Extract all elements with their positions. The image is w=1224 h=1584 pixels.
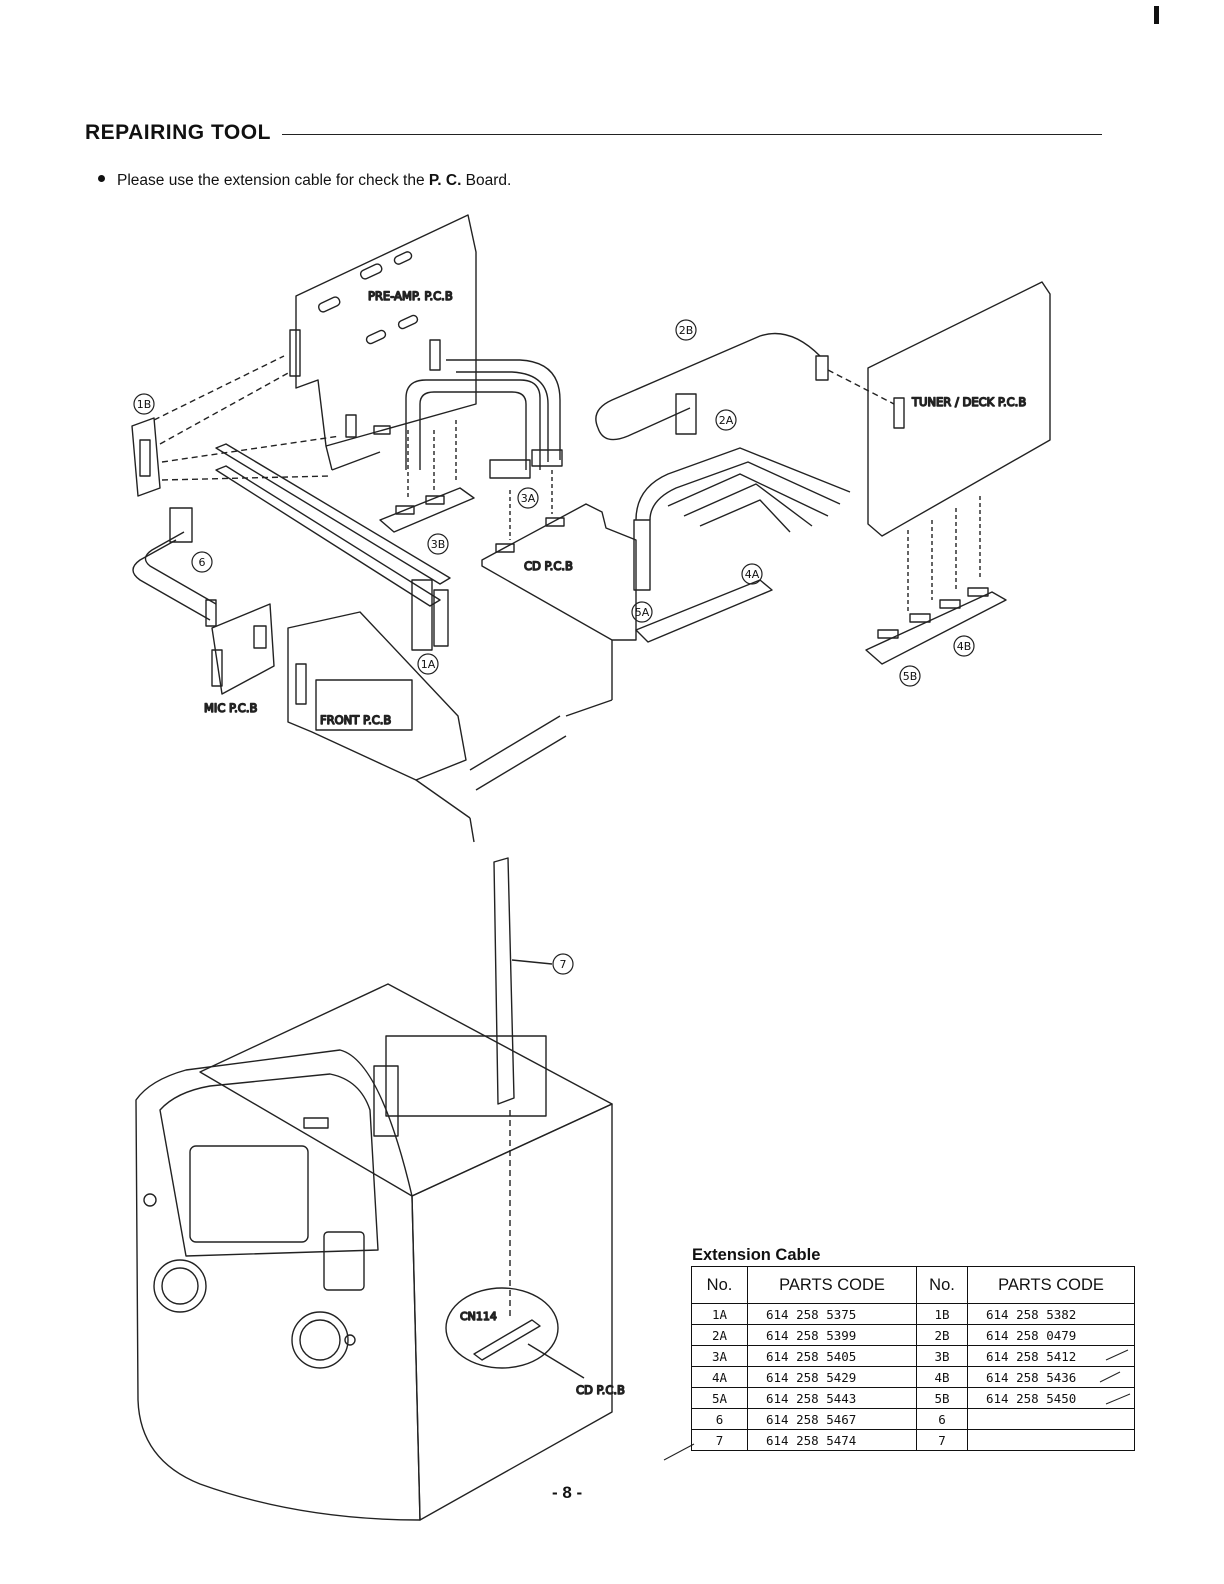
callout-3b-text: 3B (431, 538, 446, 551)
cell-code: 614 258 5450 (967, 1387, 1135, 1409)
pre-amp-label: PRE-AMP. P.C.B (368, 289, 453, 303)
callout-5a-text: 5A (635, 606, 650, 619)
connector-4b-5b (865, 496, 1007, 665)
callout-1b (133, 393, 155, 415)
header-parts-code: PARTS CODE (747, 1266, 917, 1304)
mic-board (211, 603, 275, 695)
cell-code: 614 258 0479 (967, 1324, 1135, 1346)
page-edge-mark (1154, 6, 1159, 24)
cell-code: 614 258 5429 (747, 1366, 917, 1388)
header-no: No. (691, 1266, 748, 1304)
pre-amp-board (289, 214, 477, 471)
main-unit (135, 983, 613, 1521)
connector-label: CN114 (460, 1310, 497, 1323)
cell-no: 3A (691, 1345, 748, 1367)
extension-cable-table: No. PARTS CODE No. PARTS CODE 1A 614 258… (691, 1266, 1135, 1451)
callout-5b-text: 5B (903, 670, 918, 683)
connector-1b (131, 355, 341, 497)
page-number: - 8 - (552, 1483, 583, 1502)
mic-label: MIC P.C.B (204, 701, 257, 715)
cell-no: 4A (691, 1366, 748, 1388)
section-title: REPAIRING TOOL (85, 121, 271, 144)
tuner-deck-label: TUNER / DECK P.C.B (911, 395, 1026, 409)
callout-5b (899, 665, 921, 687)
cell-code: 614 258 5375 (747, 1303, 917, 1325)
callout-3a (517, 487, 539, 509)
table-row: 4A 614 258 5429 4B 614 258 5436 (691, 1366, 1135, 1388)
cell-code: 614 258 5474 (747, 1429, 917, 1451)
table-row: 5A 614 258 5443 5B 614 258 5450 (691, 1387, 1135, 1409)
callout-4b (953, 635, 975, 657)
callout-3a-text: 3A (521, 492, 536, 505)
table-row: 6 614 258 5467 6 (691, 1408, 1135, 1430)
front-label: FRONT P.C.B (320, 713, 391, 727)
ribbon-cable-3a (405, 359, 563, 479)
cell-no: 5B (916, 1387, 968, 1409)
callout-3b (427, 533, 449, 555)
cell-no: 4B (916, 1366, 968, 1388)
callout-1a (417, 653, 439, 675)
callout-7-text: 7 (560, 958, 567, 971)
title-rule (282, 134, 1102, 135)
cell-no: 2B (916, 1324, 968, 1346)
callout-7 (552, 953, 574, 975)
instruction-suffix: Board. (461, 172, 512, 189)
callout-markers (133, 319, 975, 975)
cell-no: 6 (691, 1408, 748, 1430)
cell-code (967, 1429, 1135, 1451)
cell-code: 614 258 5443 (747, 1387, 917, 1409)
cd-board-label: CD P.C.B (524, 559, 573, 573)
header-parts-code-2: PARTS CODE (967, 1266, 1135, 1304)
cell-no: 3B (916, 1345, 968, 1367)
callout-2a-text: 2A (719, 414, 734, 427)
ribbon-cable-1a (215, 443, 451, 651)
tuner-deck-board (827, 281, 1051, 537)
cell-no: 6 (916, 1408, 968, 1430)
table-title: Extension Cable (692, 1246, 821, 1264)
table-row: 1A 614 258 5375 1B 614 258 5382 (691, 1303, 1135, 1325)
instruction-bold: P. C. (428, 172, 462, 189)
cell-no: 5A (691, 1387, 748, 1409)
callout-6 (191, 551, 213, 573)
bullet-icon (98, 175, 105, 183)
cell-no: 7 (916, 1429, 968, 1451)
connector-3b (379, 420, 475, 533)
instruction-prefix: Please use the extension cable for check… (117, 172, 429, 189)
cell-no: 7 (691, 1429, 748, 1451)
cell-code: 614 258 5467 (747, 1408, 917, 1430)
callout-2a (715, 409, 737, 431)
callout-4b-text: 4B (957, 640, 972, 653)
callout-2b (675, 319, 697, 341)
callout-6-text: 6 (199, 556, 206, 569)
instruction-text: Please use the extension cable for check… (98, 172, 511, 190)
table-header-row: No. PARTS CODE No. PARTS CODE (691, 1266, 1135, 1304)
cell-no: 1A (691, 1303, 748, 1325)
callout-1a-text: 1A (421, 658, 436, 671)
cell-code: 614 258 5436 (967, 1366, 1135, 1388)
cable-6 (132, 507, 217, 627)
ribbon-cable-4a-5a (633, 447, 851, 643)
callout-5a (631, 601, 653, 623)
callout-1b-text: 1B (137, 398, 152, 411)
cell-code: 614 258 5382 (967, 1303, 1135, 1325)
cd-board (481, 470, 637, 717)
callout-2b-text: 2B (679, 324, 694, 337)
callout-4a-text: 4A (745, 568, 760, 581)
cd-pcb-lower-label: CD P.C.B (576, 1383, 625, 1397)
callout-4a (741, 563, 763, 585)
front-board (287, 611, 567, 843)
ribbon-cable-2b (595, 332, 829, 441)
cell-code: 614 258 5399 (747, 1324, 917, 1346)
cell-no: 1B (916, 1303, 968, 1325)
header-no-2: No. (916, 1266, 968, 1304)
table-row: 2A 614 258 5399 2B 614 258 0479 (691, 1324, 1135, 1346)
cell-no: 2A (691, 1324, 748, 1346)
table-row: 3A 614 258 5405 3B 614 258 5412 (691, 1345, 1135, 1367)
cell-code (967, 1408, 1135, 1430)
cable-7 (493, 857, 553, 1105)
cell-code: 614 258 5405 (747, 1345, 917, 1367)
cell-code: 614 258 5412 (967, 1345, 1135, 1367)
table-row: 7 614 258 5474 7 (691, 1429, 1135, 1451)
